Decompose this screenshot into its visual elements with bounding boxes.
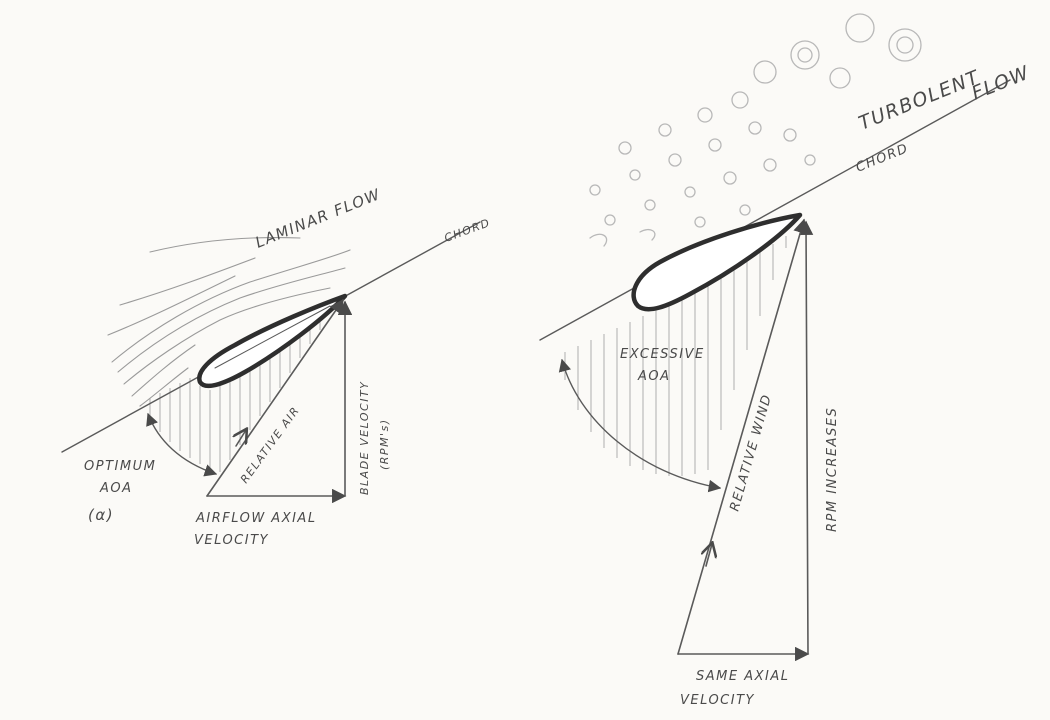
left-aoa-arc — [146, 412, 218, 477]
airflow-axial-label: AIRFLOW AXIAL — [195, 511, 317, 526]
excessive-aoa-label: AOA — [637, 369, 671, 384]
right-chord-label: CHORD — [854, 141, 911, 176]
right-relative-wind-mid-arrow — [706, 544, 712, 567]
right-chord-line — [539, 79, 1011, 341]
turbulent-eddies — [589, 13, 922, 247]
turbulent-label: TURBOLENT — [856, 66, 984, 135]
blade-velocity-label: BLADE VELOCITY — [358, 381, 371, 495]
turbulent-flow-label: FLOW — [969, 62, 1033, 105]
alpha-symbol-label: (α) — [88, 506, 114, 524]
optimum-aoa-label: AOA — [99, 481, 133, 496]
same-axial-velocity-label: VELOCITY — [680, 693, 755, 708]
left-relative-air-arrow — [206, 298, 344, 497]
right-airfoil — [631, 212, 803, 312]
left-chord-label: CHORD — [443, 216, 493, 245]
airflow-velocity-label: VELOCITY — [194, 533, 269, 548]
excessive-label: EXCESSIVE — [620, 347, 705, 362]
right-rpm-arrow — [798, 220, 814, 655]
left-relative-air-mid-arrow — [236, 430, 246, 447]
right-relative-wind-arrow — [677, 218, 808, 655]
laminar-flow-label: LAMINAR FLOW — [253, 185, 384, 252]
left-airfoil — [197, 293, 348, 389]
relative-wind-label: RELATIVE WIND — [727, 392, 775, 513]
right-aoa-arc — [558, 358, 722, 493]
blade-velocity-rpm-label: (RPM's) — [378, 418, 391, 470]
right-diagram: TURBOLENT FLOW CHORD EXCESSIVE AOA RELAT… — [539, 13, 1033, 708]
rpm-increases-label: RPM INCREASES — [825, 407, 840, 532]
laminar-streamlines — [107, 236, 351, 407]
relative-air-label: RELATIVE AIR — [238, 404, 302, 486]
left-diagram: LAMINAR FLOW CHORD OPTIMUM AOA (α) RELAT… — [61, 185, 493, 548]
optimum-label: OPTIMUM — [84, 459, 156, 474]
same-axial-label: SAME AXIAL — [696, 669, 789, 684]
left-airfoil-camber — [214, 305, 331, 369]
